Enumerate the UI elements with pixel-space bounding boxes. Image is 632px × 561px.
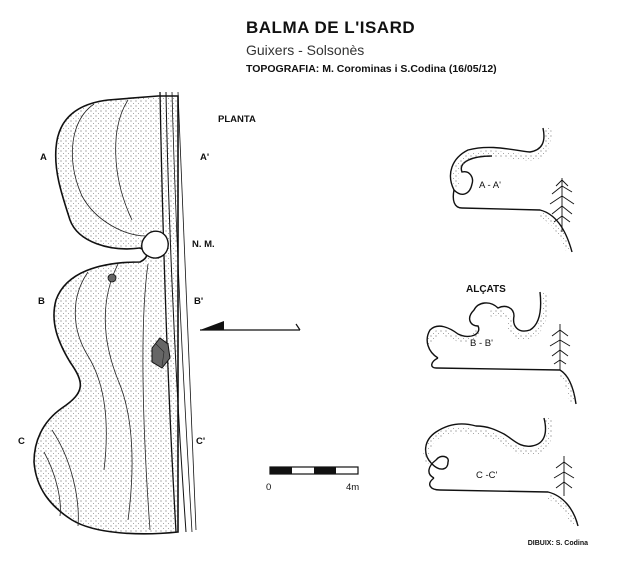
scale-end-label: 4m: [346, 482, 360, 493]
plan-label: PLANTA: [218, 114, 256, 125]
north-arrow-icon: [200, 321, 301, 331]
survey-title: BALMA DE L'ISARD: [246, 18, 416, 37]
large-rock-shape: [151, 337, 171, 369]
elevation-b: [426, 291, 577, 405]
section-c-label: C: [18, 436, 25, 447]
elevations-label: ALÇATS: [466, 284, 506, 295]
tree-icon: [549, 178, 575, 232]
profile-b-label: B - B': [470, 338, 493, 349]
plan-outline: [33, 95, 179, 535]
small-rock-shape: [107, 273, 117, 283]
survey-authors: TOPOGRAFIA: M. Corominas i S.Codina (16/…: [246, 63, 497, 75]
plan-view: [33, 91, 301, 535]
tree-icon: [549, 324, 571, 370]
tree-icon: [553, 456, 575, 496]
section-a-prime-label: A': [200, 152, 210, 163]
section-b-label: B: [38, 296, 45, 307]
profile-a-label: A - A': [479, 180, 501, 191]
elevation-c: [423, 417, 579, 527]
north-label: N. M.: [192, 239, 215, 250]
elevation-a: [449, 127, 575, 253]
scale-bar: [269, 466, 359, 475]
section-c-prime-label: C': [196, 436, 206, 447]
profile-c-label: C -C': [476, 470, 498, 481]
boulder-shape: [141, 230, 169, 259]
survey-location: Guixers - Solsonès: [246, 42, 365, 58]
section-b-prime-label: B': [194, 296, 204, 307]
scale-start-label: 0: [266, 482, 272, 493]
drawing-credit: DIBUIX: S. Codina: [527, 540, 588, 547]
section-a-label: A: [40, 152, 47, 163]
